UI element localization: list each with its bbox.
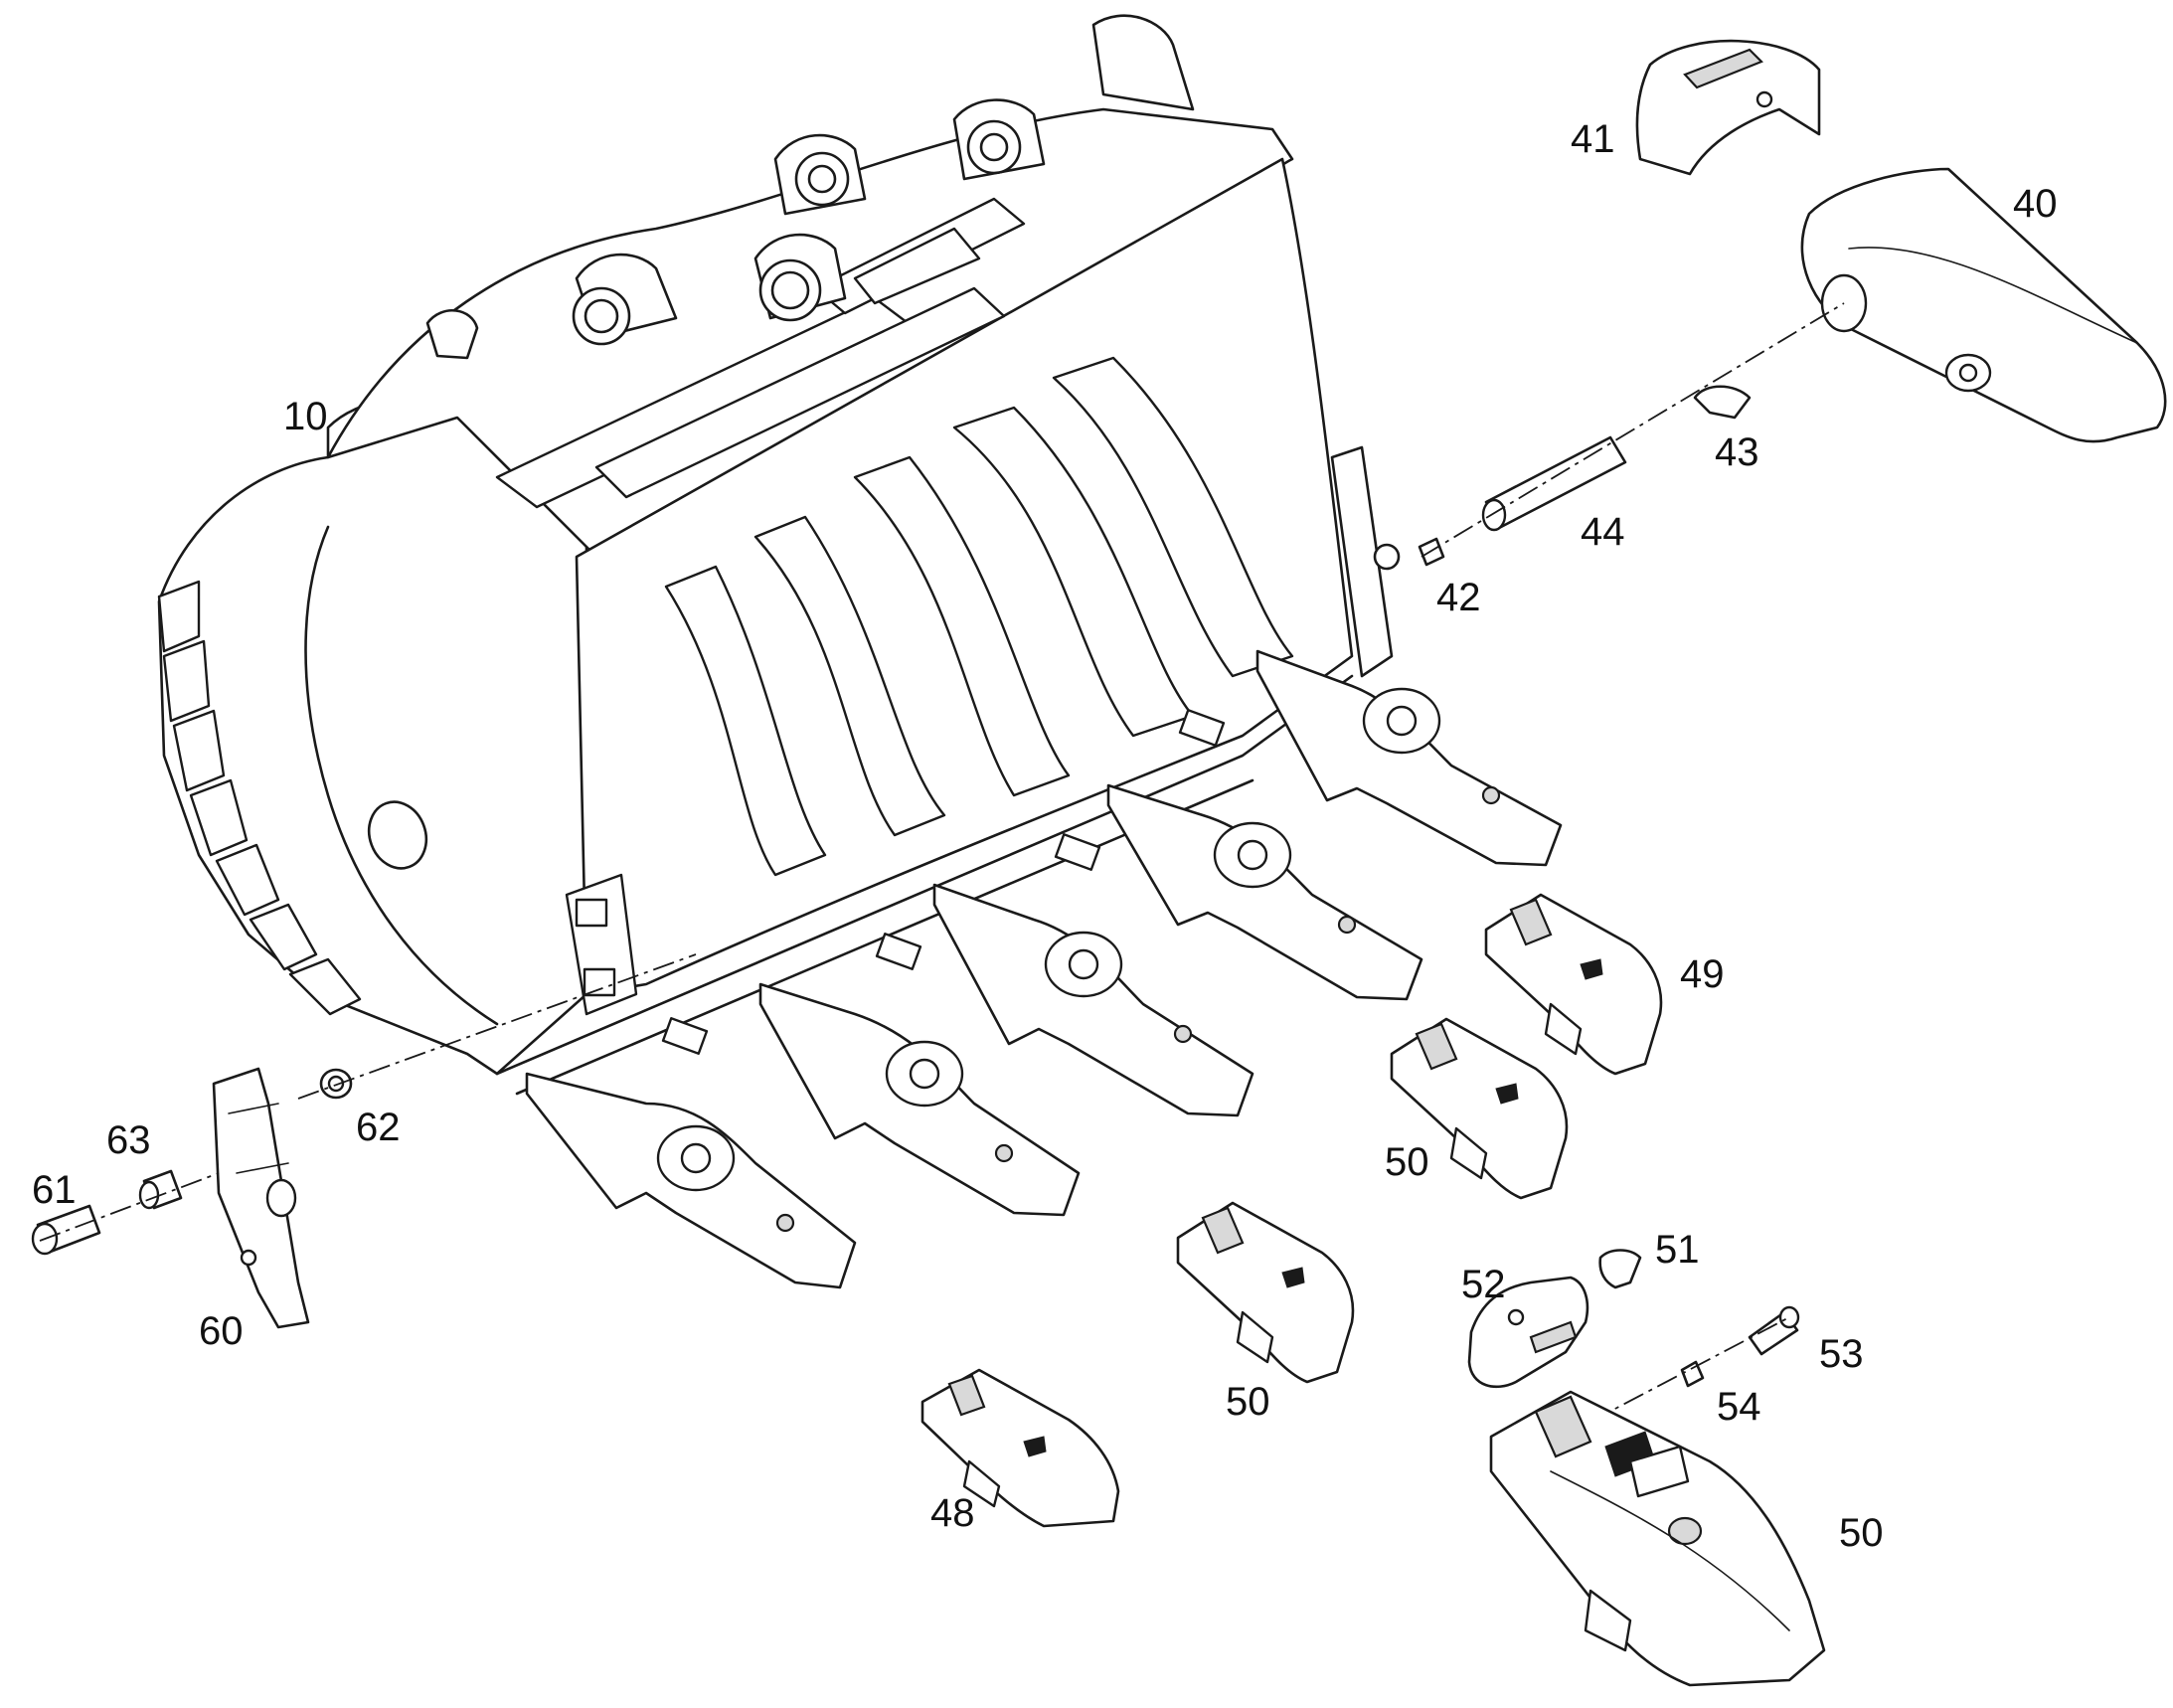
loose-tooth-points [920, 893, 1663, 1528]
bucket-body [157, 14, 1401, 1096]
mounted-teeth [525, 649, 1563, 1289]
label-42: 42 [1436, 576, 1481, 619]
mounted-tooth-3 [932, 883, 1254, 1117]
part-labels: 10 41 40 43 44 42 49 50 51 52 53 54 50 5… [32, 117, 2058, 1555]
side-protector-assembly [31, 953, 697, 1329]
tooth-50-a [1390, 1017, 1569, 1200]
label-10: 10 [283, 395, 328, 438]
large-tooth-assembly [1467, 1249, 1826, 1687]
tooth-49 [1484, 893, 1663, 1076]
label-53: 53 [1819, 1332, 1864, 1376]
mounted-tooth-2 [758, 982, 1081, 1217]
label-49: 49 [1680, 952, 1725, 996]
label-54: 54 [1717, 1385, 1761, 1429]
tooth-50-b [1176, 1201, 1355, 1384]
label-62: 62 [356, 1106, 401, 1149]
label-50-c: 50 [1839, 1511, 1884, 1555]
label-48: 48 [930, 1491, 975, 1535]
tooth-point-assembly [1418, 39, 2167, 567]
mounted-tooth-1 [525, 1072, 857, 1289]
label-52: 52 [1461, 1263, 1506, 1306]
tooth-48 [920, 1368, 1120, 1528]
label-60: 60 [199, 1309, 244, 1353]
label-51: 51 [1655, 1228, 1700, 1272]
mounted-tooth-5 [1255, 649, 1563, 867]
mounted-tooth-4 [1106, 783, 1423, 1001]
label-40: 40 [2013, 182, 2058, 226]
label-41: 41 [1571, 117, 1615, 161]
label-63: 63 [106, 1118, 151, 1162]
label-44: 44 [1581, 510, 1625, 554]
label-50-a: 50 [1385, 1140, 1429, 1184]
label-50-b: 50 [1226, 1380, 1270, 1424]
label-43: 43 [1715, 430, 1759, 474]
label-61: 61 [32, 1168, 77, 1212]
